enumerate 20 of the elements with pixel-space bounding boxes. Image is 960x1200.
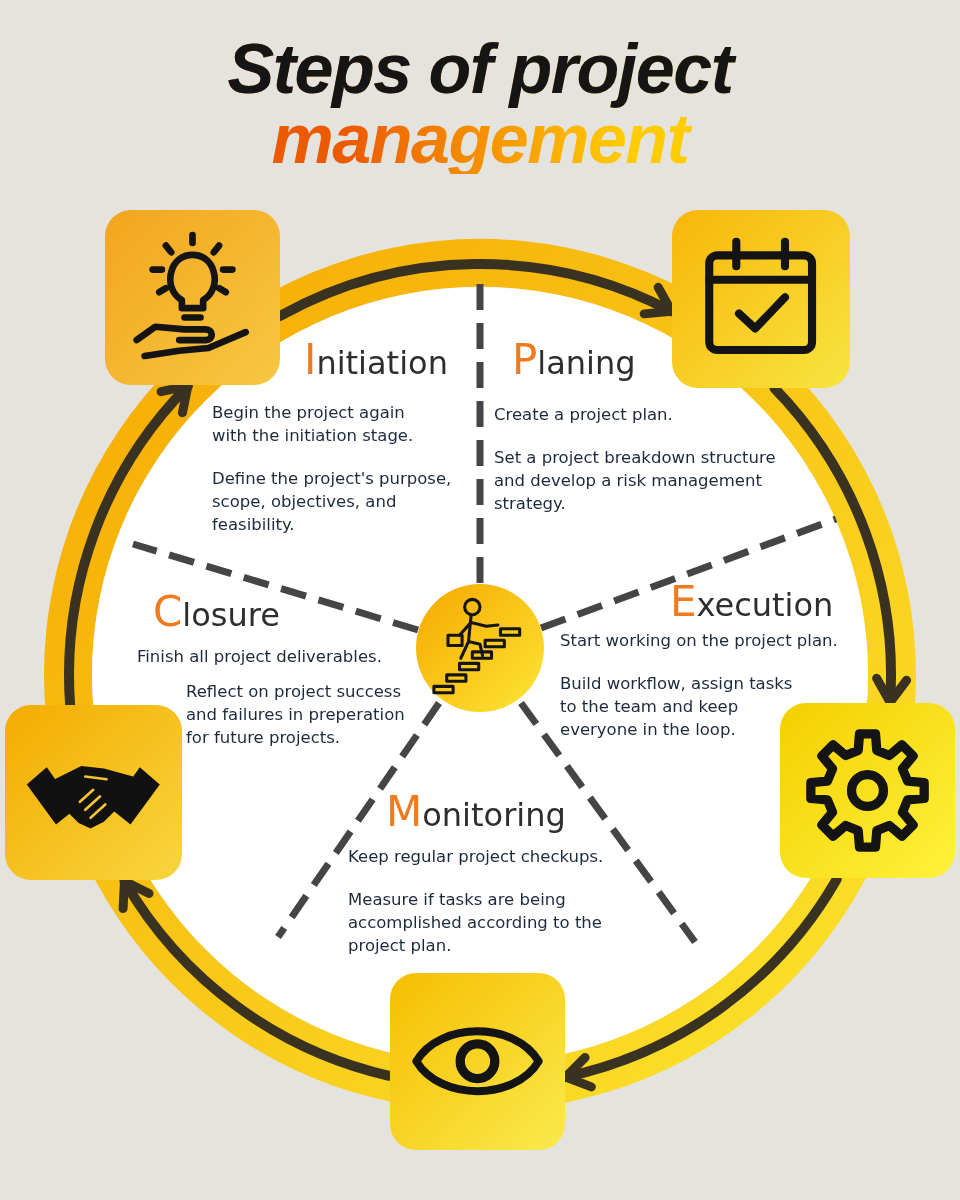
- eye-icon: [390, 973, 565, 1150]
- description-text: Start working on the project plan.: [560, 630, 838, 652]
- description-text: Begin the project again with the initiation stage.: [212, 402, 415, 447]
- description-text: Keep regular project checkups.: [348, 846, 604, 868]
- section-heading: Monitoring: [386, 790, 566, 837]
- calendar-check-icon: [672, 210, 850, 388]
- description-text: Reflect on project success and failures in preperation for future projects.: [186, 681, 406, 749]
- section-heading: Planing: [512, 338, 636, 385]
- description-text: Measure if tasks are being accomplished according to the project plan.: [348, 889, 603, 957]
- description-text: Build workflow, assign tasks to the team and keep everyone in the loop.: [560, 673, 794, 741]
- section-heading: Closure: [153, 590, 280, 637]
- section-heading: Initiation: [304, 338, 448, 385]
- description-text: Create a project plan.: [494, 404, 673, 426]
- gear-icon: [780, 703, 955, 878]
- lightbulb-hand-icon: [105, 210, 280, 385]
- section-heading: Execution: [670, 580, 834, 627]
- description-text: Finish all project deliverables.: [137, 646, 382, 668]
- handshake-icon: [5, 705, 182, 880]
- description-text: Define the project's purpose, scope, objectives, and feasibility.: [212, 468, 453, 536]
- description-text: Set a project breakdown structure and develop a risk management strategy.: [494, 447, 777, 515]
